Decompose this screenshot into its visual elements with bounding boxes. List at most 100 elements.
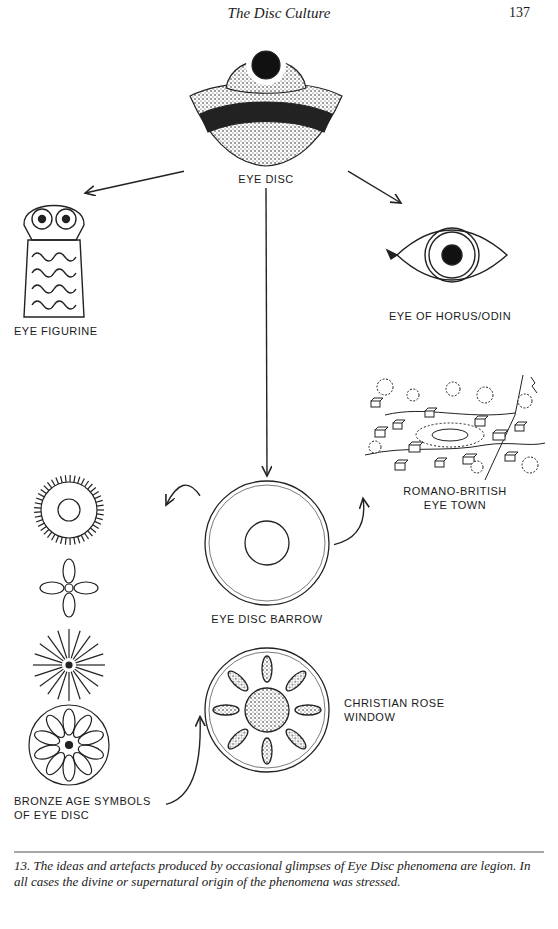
illustration-slot xyxy=(186,38,346,168)
stroke xyxy=(407,389,419,401)
stroke xyxy=(77,728,105,747)
figure-label: EYE DISC xyxy=(186,172,346,186)
stroke xyxy=(78,477,80,484)
stroke xyxy=(44,529,49,534)
stroke xyxy=(56,536,59,542)
stroke xyxy=(435,458,447,461)
stroke xyxy=(97,509,104,510)
stroke xyxy=(38,523,44,526)
figure-label: BRONZE AGE SYMBOLS OF EYE DISC xyxy=(14,794,164,822)
stroke xyxy=(58,631,67,659)
stroke xyxy=(88,484,93,489)
stroke xyxy=(369,441,381,453)
stroke xyxy=(371,401,380,407)
stroke xyxy=(35,667,63,676)
figure-label: CHRISTIAN ROSE WINDOW xyxy=(344,696,462,724)
stroke xyxy=(69,538,70,545)
stroke xyxy=(95,521,101,524)
eye-disc-node: EYE DISC xyxy=(186,38,346,186)
stroke xyxy=(375,430,385,437)
stroke xyxy=(41,489,47,493)
stroke xyxy=(68,629,69,658)
illustration-slot xyxy=(14,470,124,790)
stroke xyxy=(475,419,485,426)
eye-figurine-node: EYE FIGURINE xyxy=(14,195,98,338)
stroke xyxy=(395,460,408,463)
stroke xyxy=(81,479,84,485)
stroke xyxy=(70,750,95,778)
stroke xyxy=(522,457,538,473)
eye-town-node: ROMANO-BRITISH EYE TOWN xyxy=(365,375,545,512)
flow-arrow xyxy=(334,498,364,544)
stroke xyxy=(493,430,508,433)
flow-arrow xyxy=(85,171,184,193)
stroke xyxy=(65,538,67,545)
stroke xyxy=(35,503,42,504)
stroke xyxy=(425,411,434,417)
rose-window-drawing xyxy=(205,648,329,772)
stroke xyxy=(377,379,393,395)
stroke xyxy=(76,664,105,665)
stroke xyxy=(33,742,61,761)
figure-caption: 13. The ideas and artefacts produced by … xyxy=(14,858,544,890)
stroke xyxy=(71,672,80,700)
stroke xyxy=(34,507,41,509)
stroke xyxy=(68,672,69,701)
stroke xyxy=(393,423,402,429)
stroke xyxy=(40,669,63,686)
stroke xyxy=(65,475,67,482)
figure-label: EYE FIGURINE xyxy=(14,324,98,338)
barrow-drawing xyxy=(205,481,329,605)
stroke xyxy=(435,461,444,467)
stroke xyxy=(446,382,460,396)
stroke xyxy=(97,505,104,507)
stroke xyxy=(47,532,51,538)
stroke xyxy=(35,516,42,517)
stroke xyxy=(371,398,383,401)
figure-label: EYE OF HORUS/ODIN xyxy=(380,309,520,323)
figure-label: EYE DISC BARROW xyxy=(202,612,332,626)
stroke xyxy=(463,454,477,457)
stroke xyxy=(475,416,488,419)
stroke xyxy=(97,513,104,515)
stroke xyxy=(409,445,420,452)
stroke xyxy=(61,537,63,544)
stroke xyxy=(493,433,505,440)
stroke xyxy=(52,480,56,486)
stroke xyxy=(78,537,80,544)
stroke xyxy=(515,425,524,431)
bronze-symbols-drawing xyxy=(29,475,109,785)
stroke xyxy=(393,420,405,423)
stroke xyxy=(35,654,63,663)
stroke xyxy=(75,644,98,661)
stroke xyxy=(96,500,103,502)
stroke xyxy=(56,478,59,484)
stroke xyxy=(41,526,47,530)
stroke xyxy=(93,525,99,529)
figure-label: ROMANO-BRITISH EYE TOWN xyxy=(395,484,515,512)
stroke xyxy=(34,511,41,513)
stroke xyxy=(505,455,515,461)
stroke xyxy=(33,664,62,665)
page-number: 137 xyxy=(509,5,530,21)
stroke xyxy=(395,463,405,470)
stroke xyxy=(375,427,388,430)
eye-disc-drawing xyxy=(190,45,342,166)
stroke xyxy=(518,394,532,408)
stroke xyxy=(76,654,104,663)
stroke xyxy=(505,452,518,455)
caption-rule xyxy=(14,852,544,853)
stroke xyxy=(81,535,84,541)
stroke xyxy=(76,667,104,676)
illustration-slot xyxy=(365,375,545,480)
eye-of-horus-node: EYE OF HORUS/ODIN xyxy=(380,205,520,323)
stroke xyxy=(90,528,95,532)
stroke xyxy=(85,481,89,487)
flow-arrow xyxy=(166,485,200,505)
illustration-slot xyxy=(202,478,332,608)
stroke xyxy=(33,728,61,747)
illustration-slot xyxy=(202,645,332,775)
stroke xyxy=(477,387,493,403)
stroke xyxy=(77,742,105,761)
stroke xyxy=(71,631,80,659)
